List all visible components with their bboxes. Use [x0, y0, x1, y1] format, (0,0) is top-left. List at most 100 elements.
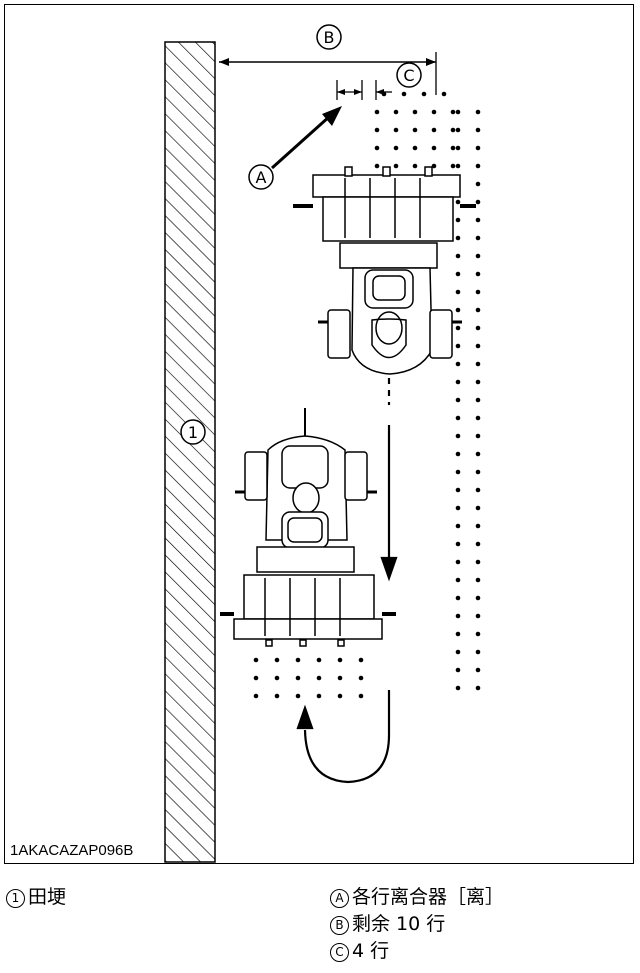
- planted-dot: [455, 577, 461, 583]
- svg-text:A: A: [256, 168, 267, 187]
- callout-b: B: [316, 24, 342, 50]
- planted-dot: [455, 649, 461, 655]
- planted-dot: [450, 127, 456, 133]
- legend-mark: A: [330, 889, 349, 908]
- planted-dot: [455, 325, 461, 331]
- planted-dot: [475, 685, 481, 691]
- planted-dot: [450, 145, 456, 151]
- svg-text:B: B: [324, 28, 335, 47]
- legend-mark: C: [330, 943, 349, 962]
- transplanter-lower: [220, 408, 396, 647]
- planted-dot: [475, 109, 481, 115]
- planted-dot: [475, 325, 481, 331]
- planted-dot: [431, 127, 437, 133]
- planted-dot: [337, 693, 343, 699]
- callout-c: C: [396, 62, 422, 88]
- planted-dot: [455, 253, 461, 259]
- planted-dot: [475, 307, 481, 313]
- legend-text: 田埂: [28, 886, 67, 908]
- callout-1: 1: [180, 419, 206, 445]
- planted-dot: [455, 307, 461, 313]
- planted-dot: [475, 253, 481, 259]
- legend-text: 4 行: [352, 940, 390, 962]
- planted-dot: [475, 505, 481, 511]
- planted-dot: [455, 361, 461, 367]
- planted-dot: [475, 649, 481, 655]
- planted-dot: [475, 595, 481, 601]
- planted-dot: [316, 693, 322, 699]
- planted-dot: [475, 379, 481, 385]
- planted-dot: [455, 343, 461, 349]
- planted-dot: [374, 163, 380, 169]
- planted-dot: [475, 577, 481, 583]
- planted-dot: [475, 523, 481, 529]
- planted-dot: [253, 657, 259, 663]
- planted-dot: [475, 397, 481, 403]
- legend-mark: 1: [6, 889, 25, 908]
- planted-dot: [358, 693, 364, 699]
- planted-rows: [253, 91, 481, 699]
- planted-dot: [475, 163, 481, 169]
- planted-dot: [455, 523, 461, 529]
- planted-dot: [421, 91, 427, 97]
- planted-dot: [475, 415, 481, 421]
- planted-dot: [431, 145, 437, 151]
- planted-dot: [475, 199, 481, 205]
- planted-dot: [475, 667, 481, 673]
- planted-dot: [295, 657, 301, 663]
- planted-dot: [455, 613, 461, 619]
- planted-dot: [475, 271, 481, 277]
- svg-text:C: C: [403, 66, 414, 85]
- planted-dot: [274, 657, 280, 663]
- planted-dot: [455, 271, 461, 277]
- planted-dot: [401, 91, 407, 97]
- planted-dot: [455, 667, 461, 673]
- planted-dot: [475, 127, 481, 133]
- planted-dot: [475, 541, 481, 547]
- planted-dot: [393, 163, 399, 169]
- planted-dot: [475, 559, 481, 565]
- planted-dot: [455, 541, 461, 547]
- planted-dot: [393, 109, 399, 115]
- legend-text: 剩余 10 行: [352, 913, 446, 935]
- planted-dot: [455, 595, 461, 601]
- planted-dot: [253, 693, 259, 699]
- planted-dot: [412, 145, 418, 151]
- figure-code: 1AKACAZAP096B: [8, 842, 136, 859]
- planted-dot: [374, 127, 380, 133]
- planted-dot: [455, 685, 461, 691]
- callout-a-arrow: [270, 106, 342, 170]
- planted-dot: [475, 235, 481, 241]
- planted-dot: [475, 451, 481, 457]
- planted-dot: [455, 199, 461, 205]
- planted-dot: [358, 657, 364, 663]
- planted-dot: [337, 675, 343, 681]
- planted-dot: [253, 675, 259, 681]
- planted-dot: [412, 109, 418, 115]
- planted-dot: [455, 145, 461, 151]
- planted-dot: [374, 145, 380, 151]
- planted-dot: [412, 163, 418, 169]
- planted-dot: [475, 343, 481, 349]
- planted-dot: [455, 469, 461, 475]
- callout-a: A: [248, 164, 274, 190]
- transplanter-diagram: B C A 1: [164, 24, 481, 863]
- planted-dot: [455, 289, 461, 295]
- planted-dot: [337, 657, 343, 663]
- planted-dot: [455, 235, 461, 241]
- planted-dot: [441, 91, 447, 97]
- planted-dot: [455, 163, 461, 169]
- planted-dot: [455, 127, 461, 133]
- planted-dot: [475, 469, 481, 475]
- planted-dot: [455, 415, 461, 421]
- planted-dot: [274, 693, 280, 699]
- dimension-c-line: [336, 80, 392, 100]
- planted-dot: [455, 505, 461, 511]
- planted-dot: [374, 109, 380, 115]
- planted-dot: [358, 675, 364, 681]
- planted-dot: [431, 163, 437, 169]
- planted-dot: [450, 109, 456, 115]
